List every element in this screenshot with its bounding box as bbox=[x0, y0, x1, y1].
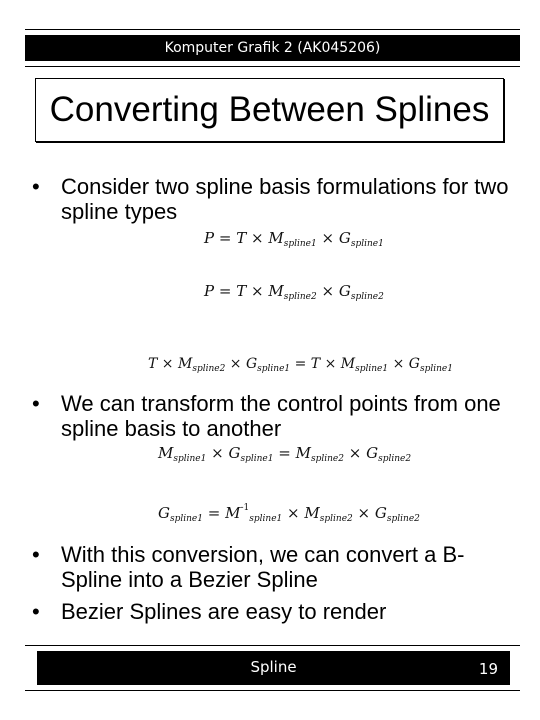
bullet-dot: • bbox=[32, 542, 40, 567]
footer-rule bbox=[25, 645, 520, 646]
equation-3: T × Mspline2 × Gspline1 = T × Mspline1 ×… bbox=[148, 356, 453, 374]
bullet-3: • With this conversion, we can convert a… bbox=[32, 542, 512, 592]
equation-5: Gspline1 = M-1spline1 × Mspline2 × Gspli… bbox=[158, 503, 420, 524]
bullet-text: With this conversion, we can convert a B… bbox=[61, 542, 465, 592]
bullet-2: • We can transform the control points fr… bbox=[32, 391, 512, 441]
top-rule bbox=[25, 29, 520, 30]
title-box: Converting Between Splines bbox=[35, 78, 504, 142]
bullet-dot: • bbox=[32, 391, 40, 416]
bottom-rule bbox=[25, 690, 520, 691]
footer-bar: Spline 19 bbox=[37, 651, 510, 685]
course-title: Komputer Grafik 2 (AK045206) bbox=[164, 40, 381, 56]
equation-4: Mspline1 × Gspline1 = Mspline2 × Gspline… bbox=[158, 444, 412, 464]
bullet-dot: • bbox=[32, 174, 40, 199]
bullet-text: Consider two spline basis formulations f… bbox=[61, 174, 509, 224]
slide-title: Converting Between Splines bbox=[49, 90, 490, 129]
page-number: 19 bbox=[478, 660, 498, 678]
header-bar: Komputer Grafik 2 (AK045206) bbox=[25, 35, 520, 61]
bullet-4: • Bezier Splines are easy to render bbox=[32, 599, 512, 624]
equation-2: P = T × Mspline2 × Gspline2 bbox=[204, 282, 384, 302]
bullet-dot: • bbox=[32, 599, 40, 624]
footer-label: Spline bbox=[250, 658, 297, 676]
header-rule bbox=[25, 66, 520, 67]
equation-1: P = T × Mspline1 × Gspline1 bbox=[204, 229, 384, 249]
bullet-1: • Consider two spline basis formulations… bbox=[32, 174, 512, 224]
bullet-text: We can transform the control points from… bbox=[61, 391, 501, 441]
bullet-text: Bezier Splines are easy to render bbox=[61, 599, 387, 624]
